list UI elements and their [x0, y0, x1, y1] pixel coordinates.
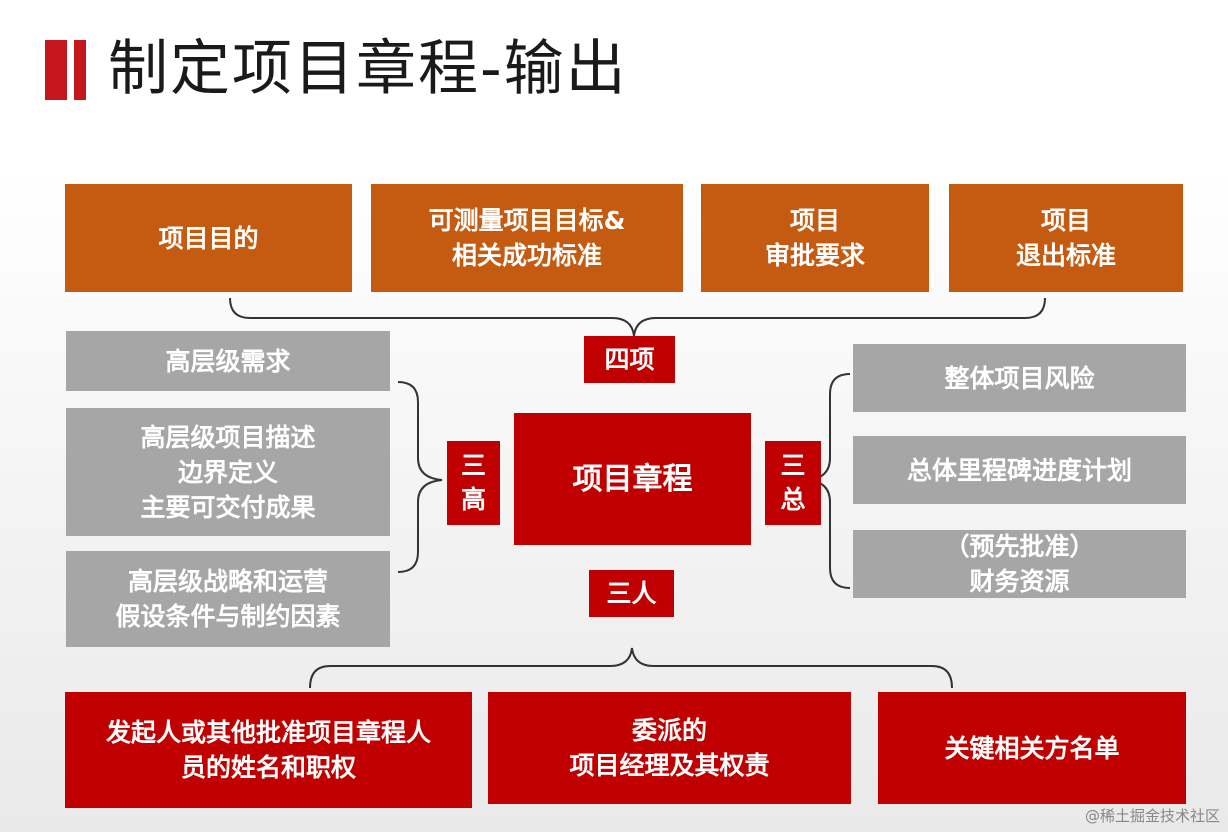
right-box-milestone-schedule: 总体里程碑进度计划 — [853, 436, 1186, 504]
footer-credit: @稀土掘金技术社区 — [1084, 807, 1220, 825]
left-box-assumptions-constraints: 高层级战略和运营假设条件与制约因素 — [66, 551, 390, 647]
label-three-high: 三高 — [447, 441, 500, 525]
top-box-measurable-objectives: 可测量项目目标&相关成功标准 — [371, 184, 683, 292]
page-title: 制定项目章程-输出 — [108, 34, 628, 104]
label-three-total: 三总 — [765, 441, 821, 525]
left-box-high-level-requirements: 高层级需求 — [66, 331, 390, 391]
bottom-box-project-manager: 委派的项目经理及其权责 — [488, 692, 851, 804]
right-box-financial-resources: （预先批准）财务资源 — [853, 530, 1186, 598]
right-box-overall-risk: 整体项目风险 — [853, 344, 1186, 412]
left-box-high-level-description: 高层级项目描述边界定义主要可交付成果 — [66, 408, 390, 536]
bottom-box-sponsor: 发起人或其他批准项目章程人员的姓名和职权 — [65, 692, 472, 808]
top-box-exit-criteria: 项目退出标准 — [949, 184, 1183, 292]
top-box-approval-requirements: 项目审批要求 — [701, 184, 929, 292]
label-three-people: 三人 — [589, 570, 674, 617]
label-four-items: 四项 — [584, 336, 675, 383]
title-marker — [45, 40, 95, 100]
bottom-box-stakeholder-list: 关键相关方名单 — [878, 692, 1186, 804]
top-box-project-purpose: 项目目的 — [65, 184, 352, 292]
center-project-charter: 项目章程 — [514, 413, 751, 545]
